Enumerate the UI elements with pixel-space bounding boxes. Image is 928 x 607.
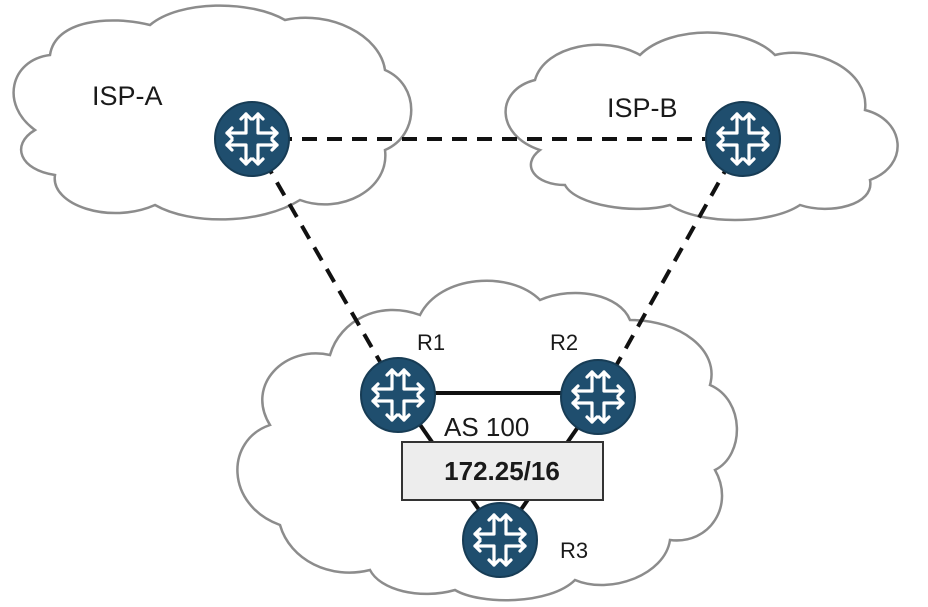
isp-a-label: ISP-A xyxy=(92,81,163,111)
router-isp-b xyxy=(704,100,782,178)
router-icon xyxy=(461,501,539,579)
as100-label: AS 100 xyxy=(444,412,529,442)
router-isp-a xyxy=(213,100,291,178)
router-r2 xyxy=(559,358,637,436)
as100-cloud xyxy=(236,279,739,602)
prefix-label: 172.25/16 xyxy=(444,456,560,486)
router-icon xyxy=(359,356,437,434)
router-r1 xyxy=(359,356,437,434)
r2-label: R2 xyxy=(550,330,578,355)
isp-b-label: ISP-B xyxy=(607,93,678,123)
router-icon xyxy=(704,100,782,178)
isp-a-cloud xyxy=(12,4,413,221)
r3-label: R3 xyxy=(560,538,588,563)
router-icon xyxy=(213,100,291,178)
prefix-box xyxy=(401,441,604,501)
r1-label: R1 xyxy=(417,330,445,355)
router-r3 xyxy=(461,501,539,579)
router-icon xyxy=(559,358,637,436)
isp-b-cloud xyxy=(504,31,899,222)
